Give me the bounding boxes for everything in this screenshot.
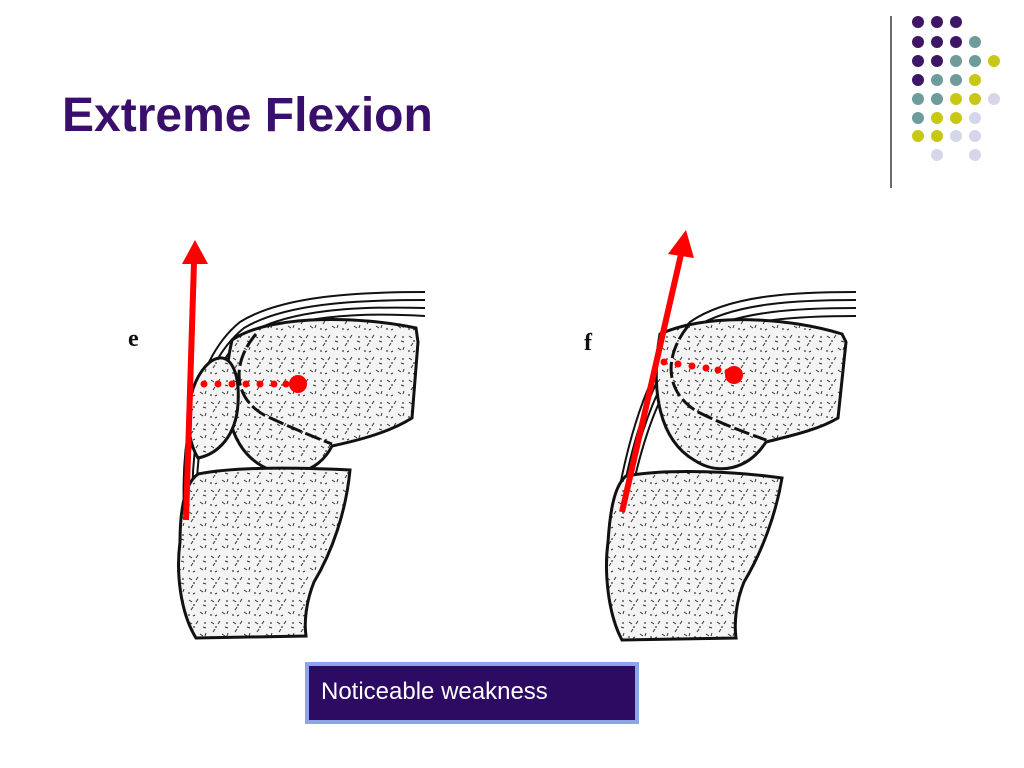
patella — [186, 356, 240, 460]
dot-row-2 — [912, 36, 981, 48]
tibia — [605, 470, 784, 642]
dot-row-6 — [912, 112, 981, 124]
dot-row-4 — [912, 74, 981, 86]
knee-diagram-f — [605, 230, 857, 642]
force-arrow — [619, 230, 694, 513]
knee-diagram-e — [177, 240, 426, 640]
dot-row-3 — [912, 55, 1000, 67]
caption-text: Noticeable weakness — [321, 678, 548, 705]
condyle-line — [237, 333, 333, 446]
vertical-divider — [890, 16, 892, 188]
dot-row-7 — [912, 130, 981, 142]
condyle-line — [669, 325, 767, 442]
moment-arm-dotted-line — [200, 380, 290, 388]
femur — [224, 317, 420, 475]
panel-label-f: f — [584, 330, 592, 356]
dot-row-5 — [912, 93, 1000, 105]
tibia — [177, 466, 352, 640]
joint-center-dot — [725, 366, 743, 384]
panel-label-e: e — [128, 326, 139, 352]
femur — [654, 318, 848, 471]
force-arrow — [182, 240, 208, 521]
dot-row-1 — [912, 16, 962, 28]
caption-box: Noticeable weakness — [305, 662, 639, 724]
joint-center-dot — [289, 375, 307, 393]
dot-row-8 — [931, 149, 981, 161]
decorative-dot-grid — [912, 16, 1000, 161]
slide-title: Extreme Flexion — [62, 89, 433, 142]
